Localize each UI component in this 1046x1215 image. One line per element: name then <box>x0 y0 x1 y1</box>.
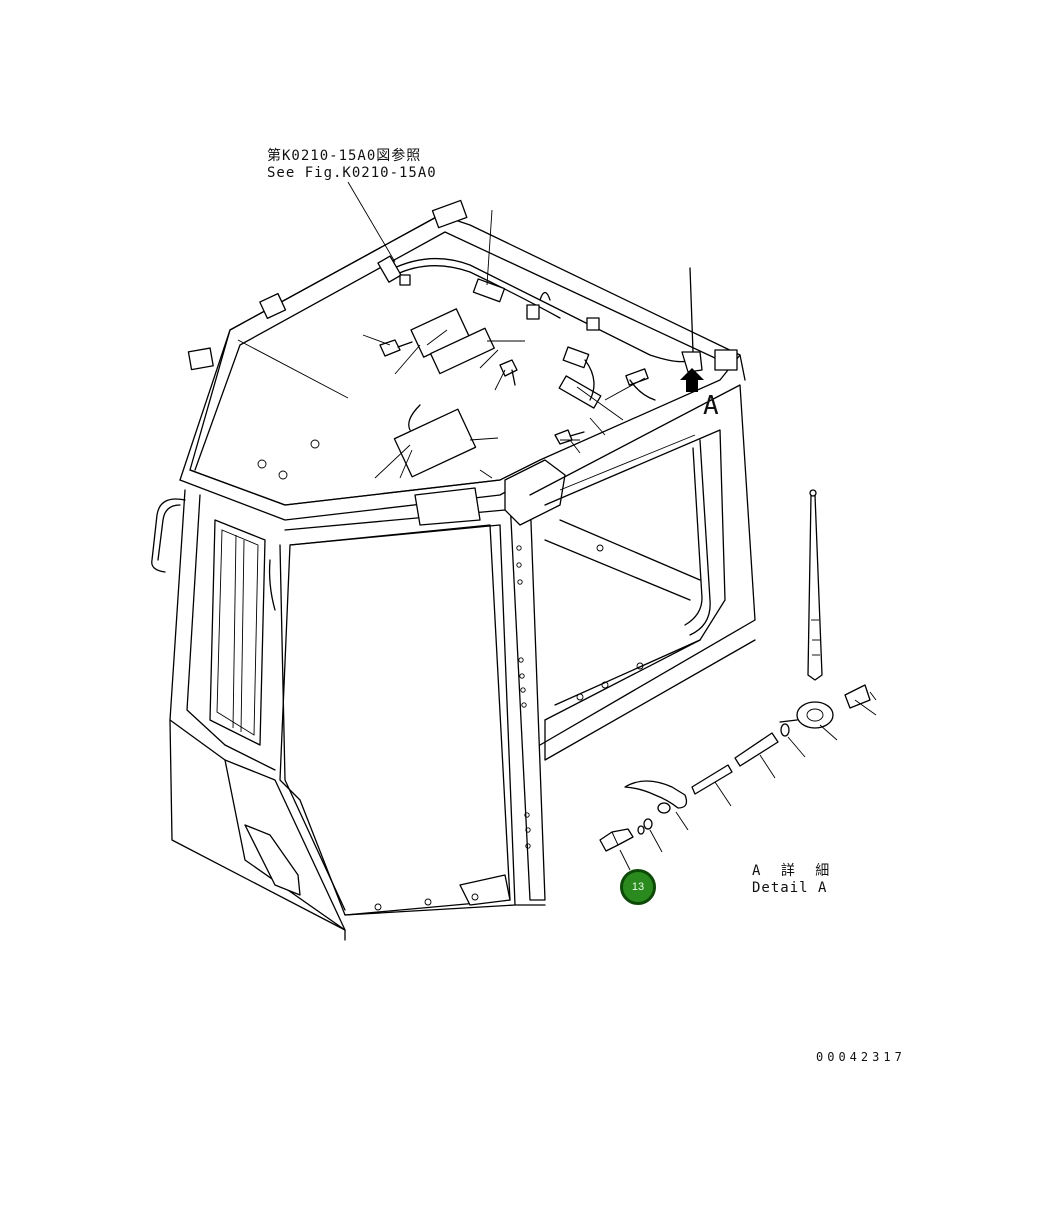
reference-label-japanese: 第K0210-15A0図参照 <box>267 148 422 164</box>
detail-caption-english: Detail A <box>752 880 828 896</box>
roof-harness <box>377 255 691 478</box>
callout-number: 13 <box>631 881 645 893</box>
roof-antenna <box>680 267 704 392</box>
detail-caption-japanese: A 詳 細 <box>752 863 836 879</box>
drawing-number: 00042317 <box>816 1050 906 1064</box>
reference-label-english: See Fig.K0210-15A0 <box>267 165 437 181</box>
part-callout-13[interactable]: 13 <box>620 869 656 905</box>
cab-body-frame <box>151 459 566 941</box>
leader-lines <box>237 181 646 479</box>
cab-side-frame <box>529 384 756 761</box>
detail-marker: A <box>703 391 719 421</box>
detail-a-antenna <box>599 489 877 871</box>
